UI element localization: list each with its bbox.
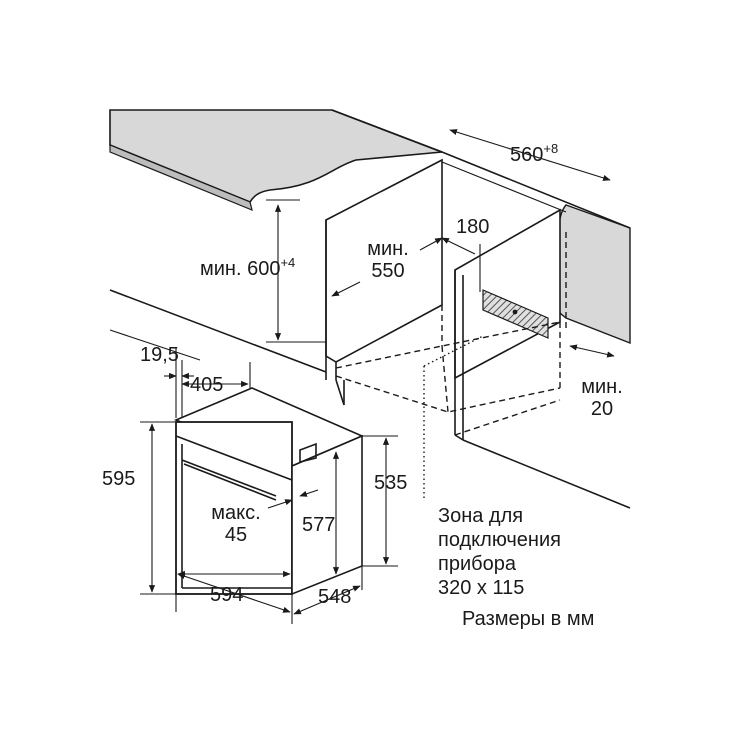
dim-min-600: мин. 600+4 (200, 255, 296, 280)
dim-180: 180 (456, 216, 490, 238)
dim-577: 577 (302, 514, 336, 536)
dim-max-45: макс. 45 (211, 502, 261, 546)
cabinet-left-panel (325, 158, 443, 406)
dim-min-550: мин. 550 (367, 238, 409, 282)
dim-405: 405 (190, 374, 224, 396)
niche-dashed-outline (335, 232, 567, 436)
dim-535: 535 (374, 472, 408, 494)
dimension-lines (140, 129, 615, 624)
floor-lines (109, 289, 631, 509)
dim-min-20: мин. 20 (581, 376, 623, 420)
connection-zone-point (512, 309, 518, 315)
dim-19-5: 19,5 (140, 344, 179, 366)
oven-body (173, 387, 365, 596)
connection-zone-label: Зона для подключения прибора 320 x 115 (438, 505, 561, 599)
dim-548: 548 (318, 586, 352, 608)
dim-560: 560+8 (510, 141, 559, 166)
connection-zone-leader-2 (423, 335, 484, 367)
units-note: Размеры в мм (462, 608, 595, 630)
dim-595: 595 (102, 468, 136, 490)
dim-594: 594 (210, 584, 244, 606)
countertop-left (109, 109, 443, 212)
cabinet-right-panel (454, 208, 561, 441)
countertop-right (550, 204, 631, 345)
